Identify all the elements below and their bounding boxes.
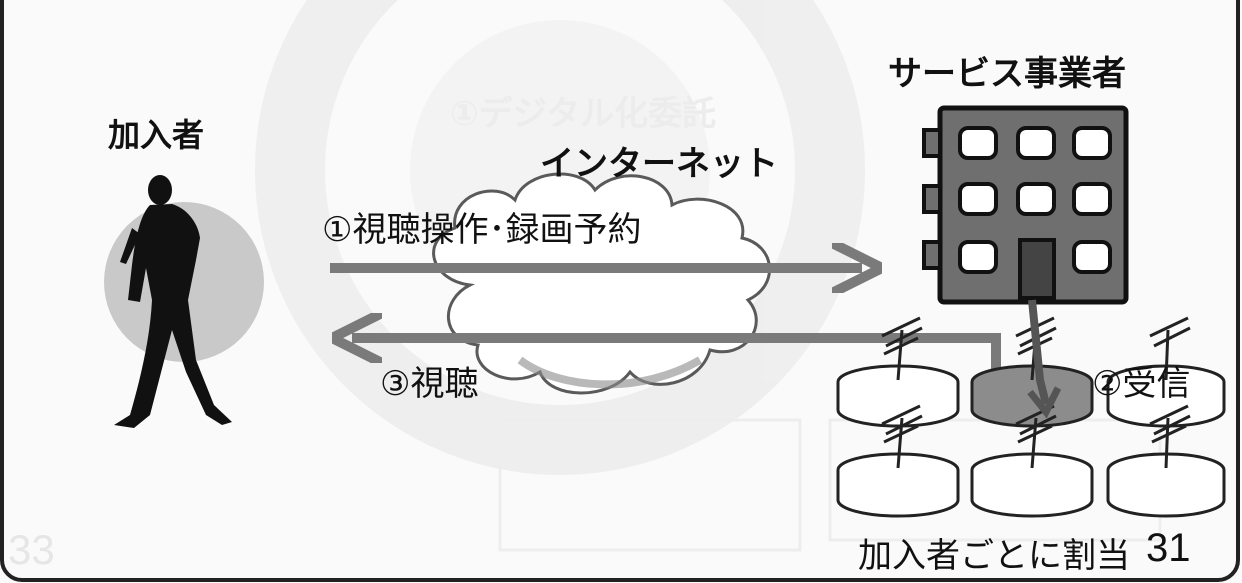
step1-label: ①視聴操作･録画予約 — [322, 210, 642, 250]
antenna-receiver-icon — [970, 404, 1094, 518]
antenna-receiver-icon — [836, 404, 960, 518]
subscriber-label: 加入者 — [108, 116, 205, 154]
office-building-icon — [922, 105, 1129, 305]
antenna-receiver-icon — [1106, 404, 1226, 518]
antenna-receiver-icon — [836, 316, 960, 428]
service-provider-label: サービス事業者 — [888, 54, 1126, 94]
internet-label: インターネット — [540, 144, 778, 184]
background-ghost-number: 33 — [8, 526, 55, 573]
receiver-array — [836, 316, 1226, 518]
step3-label: ③視聴 — [380, 364, 479, 404]
walking-person-icon — [114, 175, 232, 428]
allocation-note: 加入者ごとに割当 — [858, 536, 1130, 576]
antenna-receiver-icon — [1106, 316, 1226, 428]
background-ghost-heading: ①デジタル化委託 — [450, 94, 717, 134]
step2-arrow — [1028, 299, 1050, 405]
page-number: 31 — [1146, 526, 1191, 570]
step2-label: ②受信 — [1092, 364, 1191, 404]
